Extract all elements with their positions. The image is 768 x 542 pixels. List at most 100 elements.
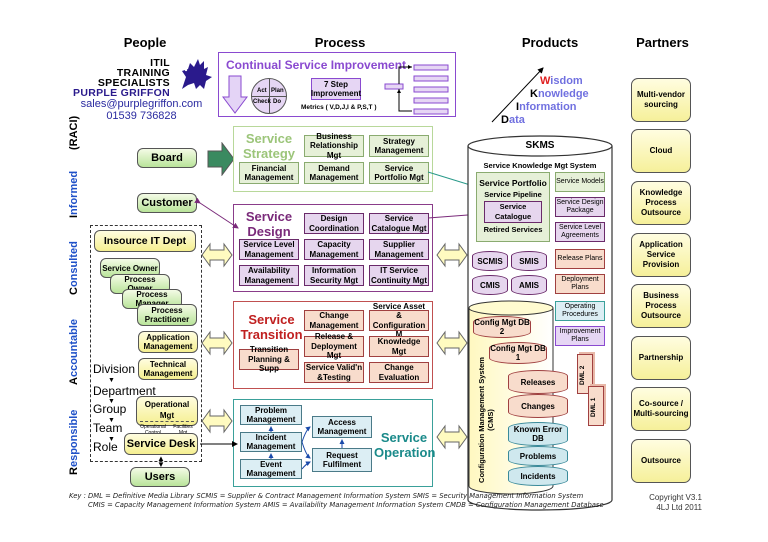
demand-management[interactable]: Demand Management [304,162,364,184]
down-arrow-icon: ▼ [108,377,115,384]
service-level-management[interactable]: Service Level Management [239,239,299,260]
service-models-doc[interactable]: Service Models [555,172,605,192]
service-transition-group[interactable]: Service Transition Change Management Ser… [233,301,433,389]
event-management[interactable]: Event Management [240,459,302,479]
capacity-management[interactable]: Capacity Management [304,239,364,260]
business-relationship-mgt[interactable]: Business Relationship Mgt [304,132,364,160]
problem-management[interactable]: Problem Management [240,405,302,425]
incidents-db[interactable]: Incidents [508,466,568,486]
config-mgt-db-1[interactable]: Config Mgt DB 1 [489,342,547,364]
copyright: Copyright V3.1 4LJ Ltd 2011 [649,493,702,512]
key-line-1: Key : DML = Definitive Media Library SCM… [69,492,584,500]
csi-panel[interactable]: Continual Service Improvement Act Plan C… [218,52,456,117]
users-box[interactable]: Users [130,467,190,487]
column-header-process: Process [314,35,366,50]
operational-mgt-box[interactable]: Operational Mgt Operational Control Faci… [136,396,198,436]
config-mgt-db-2[interactable]: Config Mgt DB 2 [473,316,531,338]
griffin-icon [174,55,214,95]
service-portfolio-mgt[interactable]: Service Portfolio Mgt [369,162,429,184]
changes-db[interactable]: Changes [508,394,568,418]
incident-management[interactable]: Incident Management [240,432,302,452]
cmis-db[interactable]: CMIS [472,275,508,295]
release-deployment-mgt[interactable]: Release & Deployment Mgt [304,332,364,360]
seven-step-improvement-box[interactable]: 7 Step Improvement [310,78,362,100]
partner-partnership[interactable]: Partnership [631,336,691,380]
double-arrow-icon [201,330,233,361]
process-practitioner-box[interactable]: Process Practitioner [137,304,197,326]
availability-management[interactable]: Availability Management [239,265,299,286]
service-desk-users-arrow: ▲▼ [157,454,165,469]
smis-db[interactable]: SMIS [511,251,547,271]
service-portfolio-label: Service Portfolio [479,178,547,188]
brand-line-1: ITIL [150,57,170,69]
service-catalogue-box[interactable]: Service Catalogue [484,201,542,223]
skms-title: SKMS [525,140,555,151]
dikw-data: Data [501,114,525,126]
service-operation-title: Service Operation [374,430,436,460]
financial-management[interactable]: Financial Management [239,162,299,184]
known-error-db[interactable]: Known Error DB [508,422,568,446]
down-arrow-icon: ▼ [108,398,115,405]
pdca-check: Check [253,99,272,105]
service-design-title: Service Design [245,209,293,239]
amis-db[interactable]: AMIS [511,275,547,295]
board-box[interactable]: Board [137,148,197,168]
change-evaluation[interactable]: Change Evaluation [369,362,429,383]
retired-services-label: Retired Services [483,225,543,234]
insource-it-dept-box[interactable]: Insource IT Dept [94,230,196,252]
partner-co-source-multi-sourcing[interactable]: Co-source / Multi-sourcing [631,387,691,431]
dml-1-box[interactable]: DML 1 [588,386,604,426]
problems-db[interactable]: Problems [508,446,568,466]
request-fulfilment[interactable]: Request Fulfilment [312,448,372,472]
access-management[interactable]: Access Management [312,416,372,438]
release-plans-doc[interactable]: Release Plans [555,249,605,269]
hierarchy-role: Role [93,440,118,454]
partner-knowledge-process-outsource[interactable]: Knowledge Process Outsource [631,181,691,225]
double-arrow-icon [201,242,233,273]
hierarchy-group: Group [93,402,127,416]
partner-outsource[interactable]: Outsource [631,439,691,483]
dikw-information: Information [516,101,577,113]
service-catalogue-mgt[interactable]: Service Catalogue Mgt [369,213,429,234]
knowledge-mgt[interactable]: Knowledge Mgt [369,336,429,357]
partner-multi-vendor-sourcing[interactable]: Multi-vendor sourcing [631,78,691,122]
pdca-plan: Plan [271,88,284,94]
transition-planning-support[interactable]: Transition Planning & Supp [239,345,299,373]
partner-cloud[interactable]: Cloud [631,129,691,173]
change-management[interactable]: Change Management [304,310,364,331]
scmis-db[interactable]: SCMIS [472,251,508,271]
down-arrow-icon: ▼ [108,417,115,424]
strategy-management[interactable]: Strategy Management [369,135,429,157]
service-design-group[interactable]: Service Design Design Coordination Servi… [233,204,433,292]
hierarchy-team: Team [93,421,123,435]
releases-db[interactable]: Releases [508,370,568,394]
deployment-plans-doc[interactable]: Deployment Plans [555,274,605,294]
brand-line-4: PURPLE GRIFFON [73,87,170,99]
operating-procedures-doc[interactable]: Operating Procedures [555,301,605,321]
supplier-management[interactable]: Supplier Management [369,239,429,260]
design-coordination[interactable]: Design Coordination [304,213,364,234]
service-strategy-group[interactable]: Service Strategy Business Relationship M… [233,126,433,192]
service-design-package-doc[interactable]: Service Design Package [555,197,605,217]
partner-business-process-outsource[interactable]: Business Process Outsource [631,284,691,328]
service-validation-testing[interactable]: Service Valid'n &Testing [304,362,364,383]
technical-management-box[interactable]: Technical Management [138,358,198,380]
raci-responsible: Responsible [68,409,80,475]
service-operation-group[interactable]: Service Operation Problem Management Inc… [233,399,436,487]
improvement-plans-doc[interactable]: Improvement Plans [555,326,605,346]
contact-email[interactable]: sales@purplegriffon.com [80,98,203,110]
service-portfolio-box[interactable]: Service Portfolio Service Pipeline Servi… [476,172,550,242]
service-asset-configuration-mgt[interactable]: Service Asset & Configuration M [369,302,429,339]
service-level-agreements-doc[interactable]: Service Level Agreements [555,222,605,242]
service-desk-box[interactable]: Service Desk [124,433,198,455]
it-service-continuity-mgt[interactable]: IT Service Continuity Mgt [369,265,429,286]
partner-application-service-provision[interactable]: Application Service Provision [631,233,691,277]
application-management-box[interactable]: Application Management [138,331,198,353]
pdca-do: Do [273,99,281,105]
double-arrow-icon [201,408,233,439]
dml-2-box[interactable]: DML 2 [577,354,593,394]
customer-box[interactable]: Customer [137,193,197,213]
information-security-mgt[interactable]: Information Security Mgt [304,265,364,286]
double-arrow-icon [436,242,468,273]
hierarchy-department: Department [93,384,156,398]
